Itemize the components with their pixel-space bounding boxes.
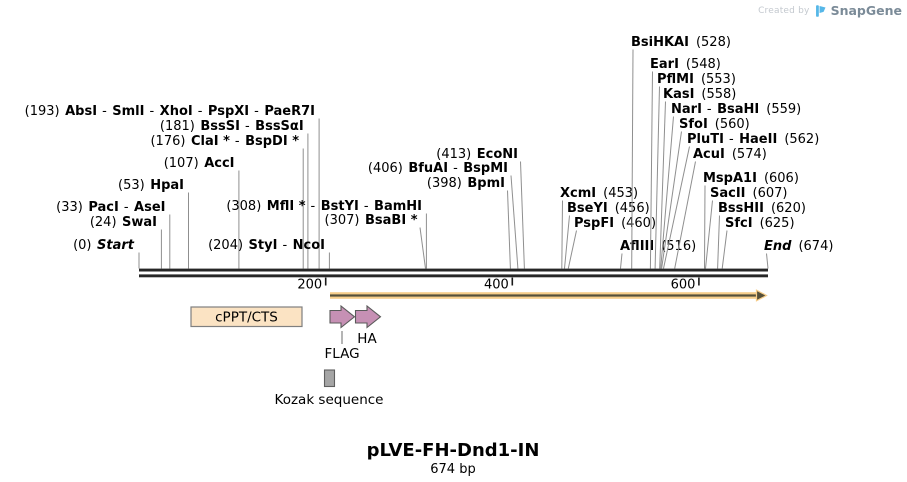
cppt-cts-label: cPPT/CTS bbox=[215, 310, 278, 326]
plasmid-length: 674 bp bbox=[430, 462, 475, 477]
axis-tick-label: 400 bbox=[484, 278, 509, 293]
site-label[interactable]: MspA1I(606) bbox=[703, 171, 799, 186]
sequence-baseline bbox=[139, 268, 768, 278]
created-by-text: Created by bbox=[758, 5, 810, 16]
site-label[interactable]: AcuI(574) bbox=[693, 147, 767, 162]
site-label[interactable]: PluTI-HaeII(562) bbox=[687, 132, 819, 147]
site-label[interactable]: XcmI(453) bbox=[560, 186, 638, 201]
site-label[interactable]: End(674) bbox=[764, 239, 833, 254]
flag-tag-feature[interactable]: FLAG bbox=[324, 304, 360, 362]
site-label[interactable]: EarI(548) bbox=[650, 57, 721, 72]
kozak-label: Kozak sequence bbox=[275, 392, 384, 408]
site-connector-line bbox=[620, 253, 623, 269]
site-connector-line bbox=[419, 227, 426, 269]
site-connector-line bbox=[520, 161, 525, 269]
site-label[interactable]: (193)AbsI-SmlI-XhoI-PspXI-PaeR7I bbox=[25, 104, 315, 119]
site-connector-line bbox=[661, 131, 682, 269]
site-connector-line bbox=[704, 185, 706, 269]
site-label[interactable]: (107)AccI bbox=[164, 156, 235, 171]
site-connector-line bbox=[567, 230, 577, 269]
site-label[interactable]: (176)ClaI *-BspDI * bbox=[150, 134, 299, 149]
site-label[interactable]: BssHII(620) bbox=[718, 201, 806, 216]
site-label[interactable]: NarI-BsaHI(559) bbox=[671, 102, 801, 117]
site-label[interactable]: BsiHKAI(528) bbox=[631, 35, 731, 50]
watermark: Created by SnapGene bbox=[758, 3, 902, 18]
site-label[interactable]: (24)SwaI bbox=[90, 215, 157, 230]
cppt-cts-feature[interactable]: cPPT/CTS bbox=[190, 306, 303, 328]
site-label[interactable]: BseYI(456) bbox=[567, 201, 650, 216]
site-connector-line bbox=[663, 146, 690, 269]
site-connector-line bbox=[507, 190, 511, 269]
site-connector-line bbox=[717, 215, 720, 269]
site-connector-line bbox=[649, 71, 653, 269]
site-connector-line bbox=[705, 200, 713, 269]
site-label[interactable]: (53)HpaI bbox=[118, 178, 184, 193]
site-connector-line bbox=[766, 253, 769, 269]
site-connector-line bbox=[564, 215, 570, 269]
plasmid-title: pLVE-FH-Dnd1-IN bbox=[367, 440, 540, 461]
site-label[interactable]: (33)PacI-AseI bbox=[56, 200, 165, 215]
site-connector-line bbox=[561, 200, 563, 269]
site-label[interactable]: KasI(558) bbox=[663, 87, 736, 102]
site-label[interactable]: (204)StyI-NcoI bbox=[208, 238, 325, 253]
snapgene-brand-text: SnapGene bbox=[830, 3, 902, 18]
site-label[interactable]: SacII(607) bbox=[710, 186, 787, 201]
site-label[interactable]: SfoI(560) bbox=[679, 117, 750, 132]
site-label[interactable]: (398)BpmI bbox=[427, 176, 505, 191]
site-connector-line bbox=[510, 175, 519, 269]
site-connector-line bbox=[631, 49, 634, 269]
site-connector-line bbox=[674, 161, 696, 269]
site-label[interactable]: (308)MflI *-BstYI-BamHI bbox=[226, 199, 422, 214]
kozak-feature[interactable]: Kozak sequence bbox=[275, 369, 384, 408]
site-label[interactable]: (413)EcoNI bbox=[436, 147, 518, 162]
site-label[interactable]: (406)BfuAI-BspMI bbox=[368, 161, 508, 176]
site-label[interactable]: PspFI(460) bbox=[574, 216, 656, 231]
site-connector-line bbox=[721, 230, 728, 269]
site-connector-line bbox=[654, 86, 660, 269]
orf-arrow-feature[interactable] bbox=[330, 289, 768, 302]
orf-arrowhead bbox=[755, 289, 768, 302]
snapgene-logo-icon bbox=[815, 4, 826, 17]
axis-tick-label: 600 bbox=[671, 278, 696, 293]
ha-tag-feature[interactable]: HA bbox=[354, 304, 382, 347]
site-label[interactable]: PflMI(553) bbox=[657, 72, 736, 87]
site-connector-line bbox=[659, 101, 666, 269]
site-label[interactable]: (307)BsaBI * bbox=[325, 213, 418, 228]
site-connector-line bbox=[660, 116, 674, 269]
site-label[interactable]: (0)Start bbox=[73, 238, 135, 253]
ha-label: HA bbox=[357, 331, 377, 347]
axis-tick-label: 200 bbox=[297, 278, 322, 293]
site-label[interactable]: (181)BssSI-BssSαI bbox=[160, 119, 304, 134]
site-label[interactable]: SfcI(625) bbox=[725, 216, 795, 231]
flag-label: FLAG bbox=[324, 346, 359, 362]
